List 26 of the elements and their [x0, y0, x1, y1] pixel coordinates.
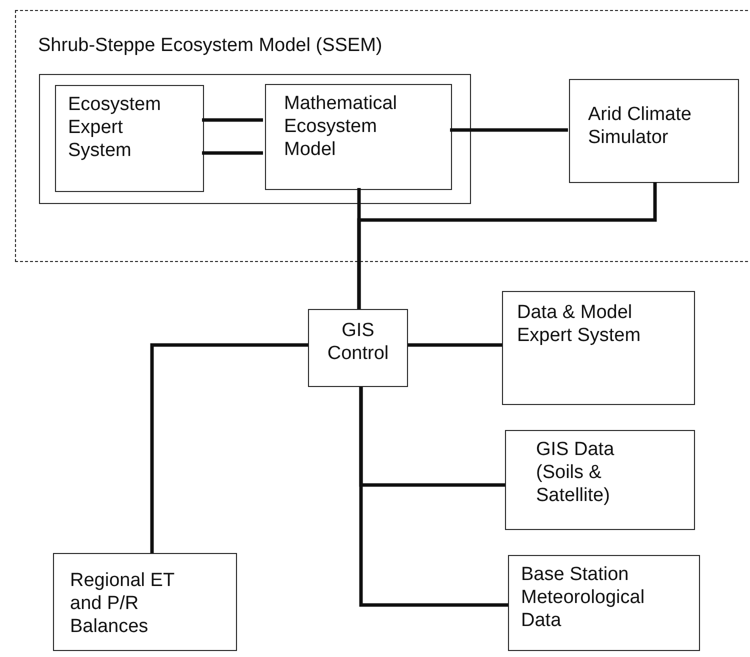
box-label: GIS Data (Soils & Satellite) [536, 439, 616, 508]
box-label: Base Station Meteorological Data [521, 564, 646, 632]
connector-line [408, 343, 502, 347]
connector-line [202, 151, 263, 155]
box-label: Ecosystem Expert System [68, 94, 162, 162]
box-label: Mathematical Ecosystem Model [284, 93, 398, 162]
connector-line [150, 343, 308, 553]
process-box [502, 291, 695, 405]
connector-line [450, 128, 568, 132]
process-box [505, 430, 695, 530]
box-label: Regional ET and P/R Balances [70, 570, 176, 638]
group-heading: Shrub-Steppe Ecosystem Model (SSEM) [38, 35, 384, 58]
process-box [569, 79, 739, 183]
process-box [308, 309, 408, 387]
connector-line [357, 182, 657, 309]
dashed-group-band [15, 10, 748, 262]
box-label: Arid Climate Simulator [588, 104, 692, 150]
process-box [508, 555, 700, 651]
box-label: GIS Control [326, 320, 390, 366]
connector-line [359, 387, 508, 607]
process-box [265, 84, 452, 190]
group-box [39, 74, 471, 204]
process-box [55, 85, 204, 192]
box-label: Data & Model Expert System [517, 302, 642, 348]
connector-line [202, 118, 263, 122]
process-box [53, 553, 237, 651]
